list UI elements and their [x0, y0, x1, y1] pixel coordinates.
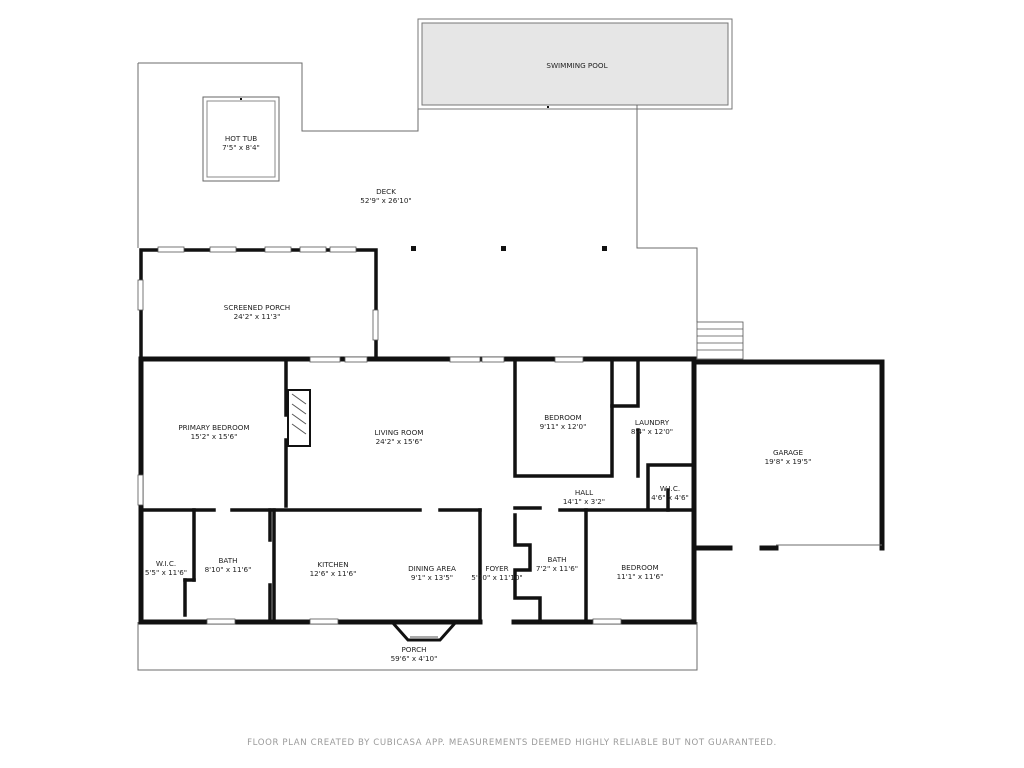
svg-text:52'9" x 26'10": 52'9" x 26'10"	[360, 196, 411, 205]
bay-window	[390, 621, 458, 642]
svg-text:BEDROOM: BEDROOM	[544, 413, 582, 422]
deck-posts	[240, 98, 607, 251]
room-label-living-room: LIVING ROOM 24'2" x 15'6"	[375, 428, 424, 446]
svg-text:7'2" x 11'6": 7'2" x 11'6"	[536, 564, 578, 573]
svg-text:12'6" x 11'6": 12'6" x 11'6"	[310, 569, 357, 578]
svg-text:LAUNDRY: LAUNDRY	[635, 418, 670, 427]
svg-text:9'11" x 12'0": 9'11" x 12'0"	[540, 422, 587, 431]
svg-text:LIVING ROOM: LIVING ROOM	[375, 428, 424, 437]
room-label-kitchen: KITCHEN 12'6" x 11'6"	[310, 560, 357, 578]
svg-text:7'5" x 8'4": 7'5" x 8'4"	[222, 143, 260, 152]
svg-text:PORCH: PORCH	[401, 645, 426, 654]
svg-text:BATH: BATH	[218, 556, 237, 565]
svg-text:11'1" x 11'6": 11'1" x 11'6"	[617, 572, 664, 581]
room-label-laundry: LAUNDRY 8'4" x 12'0"	[631, 418, 673, 436]
room-label-deck: DECK 52'9" x 26'10"	[360, 187, 411, 205]
room-label-bath-primary: BATH 8'10" x 11'6"	[205, 556, 252, 574]
room-label-bedroom-1: BEDROOM 9'11" x 12'0"	[540, 413, 587, 431]
svg-text:15'2" x 15'6": 15'2" x 15'6"	[191, 432, 238, 441]
svg-text:W.I.C.: W.I.C.	[660, 484, 680, 493]
room-label-foyer: FOYER 5'10" x 11'10"	[471, 564, 522, 582]
hot-tub	[202, 96, 280, 182]
svg-text:24'2" x 11'3": 24'2" x 11'3"	[234, 312, 281, 321]
svg-text:SWIMMING POOL: SWIMMING POOL	[546, 61, 607, 70]
svg-text:W.I.C.: W.I.C.	[156, 559, 176, 568]
svg-text:HOT TUB: HOT TUB	[225, 134, 257, 143]
deck-outline	[138, 62, 698, 322]
svg-text:24'2" x 15'6": 24'2" x 15'6"	[376, 437, 423, 446]
svg-text:5'10" x 11'10": 5'10" x 11'10"	[471, 573, 522, 582]
room-label-hot-tub: HOT TUB 7'5" x 8'4"	[222, 134, 260, 152]
svg-text:19'8" x 19'5": 19'8" x 19'5"	[765, 457, 812, 466]
svg-text:PRIMARY BEDROOM: PRIMARY BEDROOM	[178, 423, 249, 432]
svg-text:9'1" x 13'5": 9'1" x 13'5"	[411, 573, 453, 582]
svg-text:DECK: DECK	[376, 187, 396, 196]
svg-text:8'4" x 12'0": 8'4" x 12'0"	[631, 427, 673, 436]
svg-text:5'5" x 11'6": 5'5" x 11'6"	[145, 568, 187, 577]
porch-outline	[137, 622, 698, 671]
swimming-pool	[417, 18, 733, 110]
svg-text:SCREENED PORCH: SCREENED PORCH	[224, 303, 290, 312]
svg-text:4'6" x 4'6": 4'6" x 4'6"	[651, 493, 689, 502]
svg-text:8'10" x 11'6": 8'10" x 11'6"	[205, 565, 252, 574]
room-label-bath-2: BATH 7'2" x 11'6"	[536, 555, 578, 573]
svg-text:14'1" x 3'2": 14'1" x 3'2"	[563, 497, 605, 506]
room-label-primary-bedroom: PRIMARY BEDROOM 15'2" x 15'6"	[178, 423, 249, 441]
room-label-wic-primary: W.I.C. 5'5" x 11'6"	[145, 559, 187, 577]
room-label-porch: PORCH 59'6" x 4'10"	[391, 645, 438, 663]
room-label-hall: HALL 14'1" x 3'2"	[563, 488, 605, 506]
room-label-wic-small: W.I.C. 4'6" x 4'6"	[651, 484, 689, 502]
svg-text:DINING AREA: DINING AREA	[408, 564, 456, 573]
svg-text:59'6" x 4'10": 59'6" x 4'10"	[391, 654, 438, 663]
room-label-screened-porch: SCREENED PORCH 24'2" x 11'3"	[224, 303, 290, 321]
room-label-garage: GARAGE 19'8" x 19'5"	[765, 448, 812, 466]
svg-text:BEDROOM: BEDROOM	[621, 563, 659, 572]
svg-text:HALL: HALL	[575, 488, 593, 497]
svg-text:GARAGE: GARAGE	[773, 448, 804, 457]
footer-disclaimer: FLOOR PLAN CREATED BY CUBICASA APP. MEAS…	[247, 738, 777, 748]
room-label-dining-area: DINING AREA 9'1" x 13'5"	[408, 564, 456, 582]
windows	[137, 246, 622, 625]
room-label-bedroom-2: BEDROOM 11'1" x 11'6"	[617, 563, 664, 581]
svg-text:FOYER: FOYER	[485, 564, 508, 573]
svg-text:BATH: BATH	[547, 555, 566, 564]
house-walls	[138, 248, 885, 625]
stairs	[696, 321, 744, 360]
svg-text:KITCHEN: KITCHEN	[317, 560, 348, 569]
room-label-swimming-pool: SWIMMING POOL	[546, 61, 607, 70]
